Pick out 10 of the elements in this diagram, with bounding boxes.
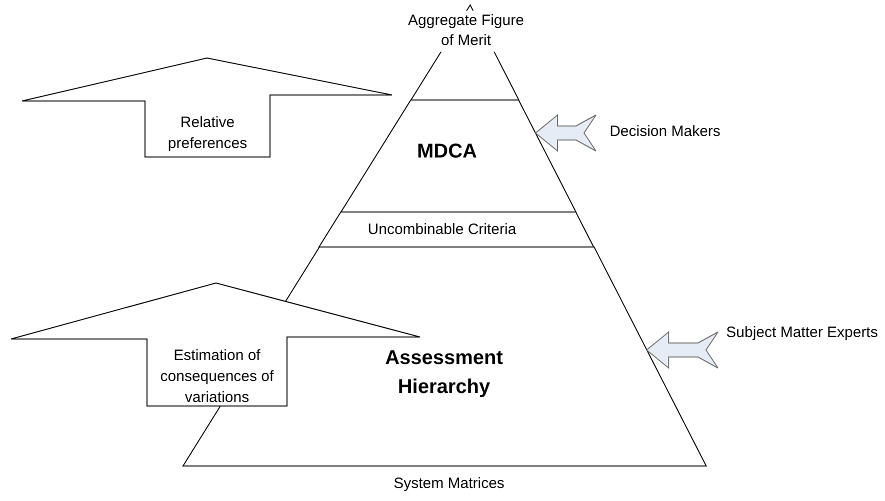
base-label: System Matrices — [392, 474, 506, 494]
arrow-label: Estimation of consequences of variations — [159, 346, 275, 408]
arrow-label: Relative preferences — [166, 113, 248, 154]
band-label: MDCA — [416, 140, 478, 164]
band-label: Assessment Hierarchy — [384, 346, 504, 400]
chevron-arrow — [534, 114, 596, 152]
chevron-arrow — [646, 330, 718, 370]
actor-label: Subject Matter Experts — [722, 322, 882, 343]
band-label: Uncombinable Criteria — [366, 220, 518, 240]
actor-label: Decision Makers — [600, 121, 730, 142]
